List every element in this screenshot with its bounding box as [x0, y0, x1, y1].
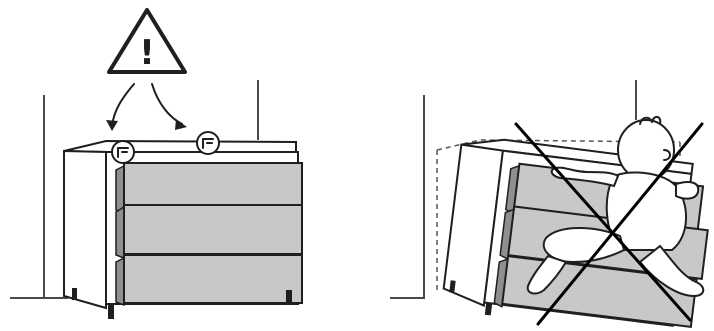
dresser-body — [63, 149, 107, 310]
wall-bracket-right-icon — [196, 131, 220, 155]
drawer-top — [115, 162, 303, 215]
drawer-bottom — [115, 254, 303, 307]
panel-incorrect-tip-over — [390, 80, 709, 329]
arrow-to-left-bracket-icon — [106, 83, 135, 131]
warning-symbol: ! — [139, 33, 155, 73]
dresser-top — [63, 139, 297, 153]
prohibited-x-icon — [514, 122, 704, 326]
leg-left — [72, 288, 77, 300]
wall-left — [10, 95, 45, 299]
panel-correct-installation: ! — [10, 8, 303, 319]
climbing-child — [526, 116, 705, 298]
warning-triangle-icon: ! — [107, 8, 187, 74]
wall-left-right-panel — [390, 95, 425, 299]
arrow-to-right-bracket-icon — [151, 83, 187, 130]
leg-front-left — [108, 305, 114, 319]
drawer-middle — [115, 204, 303, 260]
leg-front-right — [286, 290, 292, 304]
wall-bracket-left-icon — [111, 140, 135, 164]
